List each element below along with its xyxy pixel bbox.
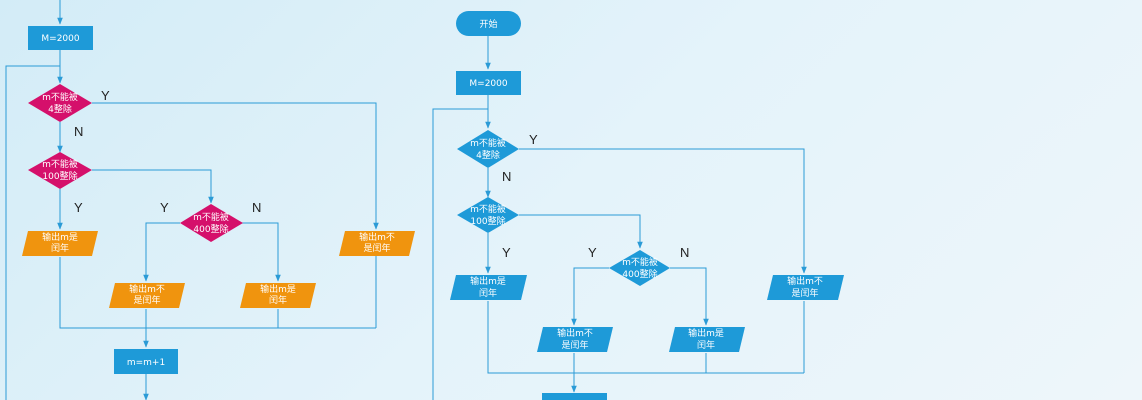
right-decision-div100: m不能被 100整除 — [457, 197, 519, 233]
right-out4-line2: 闰年 — [697, 339, 715, 351]
left-d3-yes-label: Y — [160, 200, 169, 215]
right-start-node: 开始 — [456, 11, 521, 36]
right-decision-div4: m不能被 4整除 — [457, 130, 519, 168]
right-out1-line1: 输出m是 — [470, 275, 506, 287]
left-d3-line1: m不能被 — [193, 211, 229, 223]
right-d3-line2: 400整除 — [622, 268, 657, 280]
left-out2-line1: 输出m不 — [359, 231, 395, 243]
left-d3-line2: 400整除 — [193, 223, 228, 235]
left-flowchart: M=2000 m不能被 4整除 Y N m不能被 100整除 Y m不能被 40… — [5, 0, 415, 400]
right-out3-line2: 是闰年 — [561, 339, 588, 351]
left-output-not-leap-b: 输出m不 是闰年 — [109, 283, 185, 308]
left-edges — [5, 0, 379, 400]
right-d3-line1: m不能被 — [622, 256, 658, 268]
right-out2-line1: 输出m不 — [787, 275, 823, 287]
left-out4-line2: 闰年 — [269, 294, 287, 306]
left-out1-line1: 输出m是 — [42, 231, 78, 243]
right-output-not-leap-b: 输出m不 是闰年 — [537, 327, 613, 352]
left-init-node: M=2000 — [28, 26, 93, 50]
right-output-leap-b: 输出m是 闰年 — [669, 327, 745, 352]
right-out3-line1: 输出m不 — [557, 327, 593, 339]
left-output-not-leap-a: 输出m不 是闰年 — [339, 231, 415, 256]
left-d1-line1: m不能被 — [42, 91, 78, 103]
left-d2-line2: 100整除 — [42, 170, 77, 182]
right-init-node: M=2000 — [456, 71, 521, 95]
right-d1-yes-label: Y — [529, 132, 538, 147]
right-output-not-leap-a: 输出m不 是闰年 — [767, 275, 844, 300]
left-d1-line2: 4整除 — [48, 103, 72, 115]
right-next-node-partial — [542, 393, 607, 400]
right-output-leap-a: 输出m是 闰年 — [450, 275, 527, 300]
left-d2-line1: m不能被 — [42, 158, 78, 170]
right-out2-line2: 是闰年 — [791, 287, 818, 299]
left-out4-line1: 输出m是 — [260, 283, 296, 295]
right-out1-line2: 闰年 — [479, 287, 497, 299]
right-d2-line1: m不能被 — [470, 203, 506, 215]
right-edges — [432, 36, 807, 400]
left-init-label: M=2000 — [41, 34, 79, 44]
right-d2-yes-label: Y — [502, 245, 511, 260]
left-out3-line1: 输出m不 — [129, 283, 165, 295]
right-start-label: 开始 — [479, 18, 497, 30]
left-decision-div400: m不能被 400整除 — [180, 204, 243, 242]
right-init-label: M=2000 — [469, 79, 507, 89]
left-increment-node: m=m+1 — [114, 349, 178, 374]
left-decision-div100: m不能被 100整除 — [28, 152, 92, 189]
right-d1-no-label: N — [502, 169, 511, 184]
right-out4-line1: 输出m是 — [688, 327, 724, 339]
right-d1-line1: m不能被 — [470, 137, 506, 149]
right-decision-div400: m不能被 400整除 — [609, 250, 670, 286]
left-decision-div4: m不能被 4整除 — [28, 84, 92, 122]
left-d2-yes-label: Y — [74, 200, 83, 215]
left-d1-yes-label: Y — [101, 88, 110, 103]
right-d3-no-label: N — [680, 245, 689, 260]
right-d3-yes-label: Y — [588, 245, 597, 260]
right-d2-line2: 100整除 — [470, 215, 505, 227]
left-out3-line2: 是闰年 — [133, 294, 160, 306]
left-out2-line2: 是闰年 — [363, 242, 390, 254]
left-output-leap-b: 输出m是 闰年 — [240, 283, 316, 308]
left-increment-label: m=m+1 — [127, 358, 165, 368]
left-d3-no-label: N — [252, 200, 261, 215]
left-d1-no-label: N — [74, 124, 83, 139]
right-d1-line2: 4整除 — [476, 149, 500, 161]
right-flowchart: 开始 M=2000 m不能被 4整除 Y N m不能被 100整除 Y m不能被… — [432, 11, 844, 400]
left-out1-line2: 闰年 — [51, 242, 69, 254]
left-output-leap-a: 输出m是 闰年 — [22, 231, 98, 256]
